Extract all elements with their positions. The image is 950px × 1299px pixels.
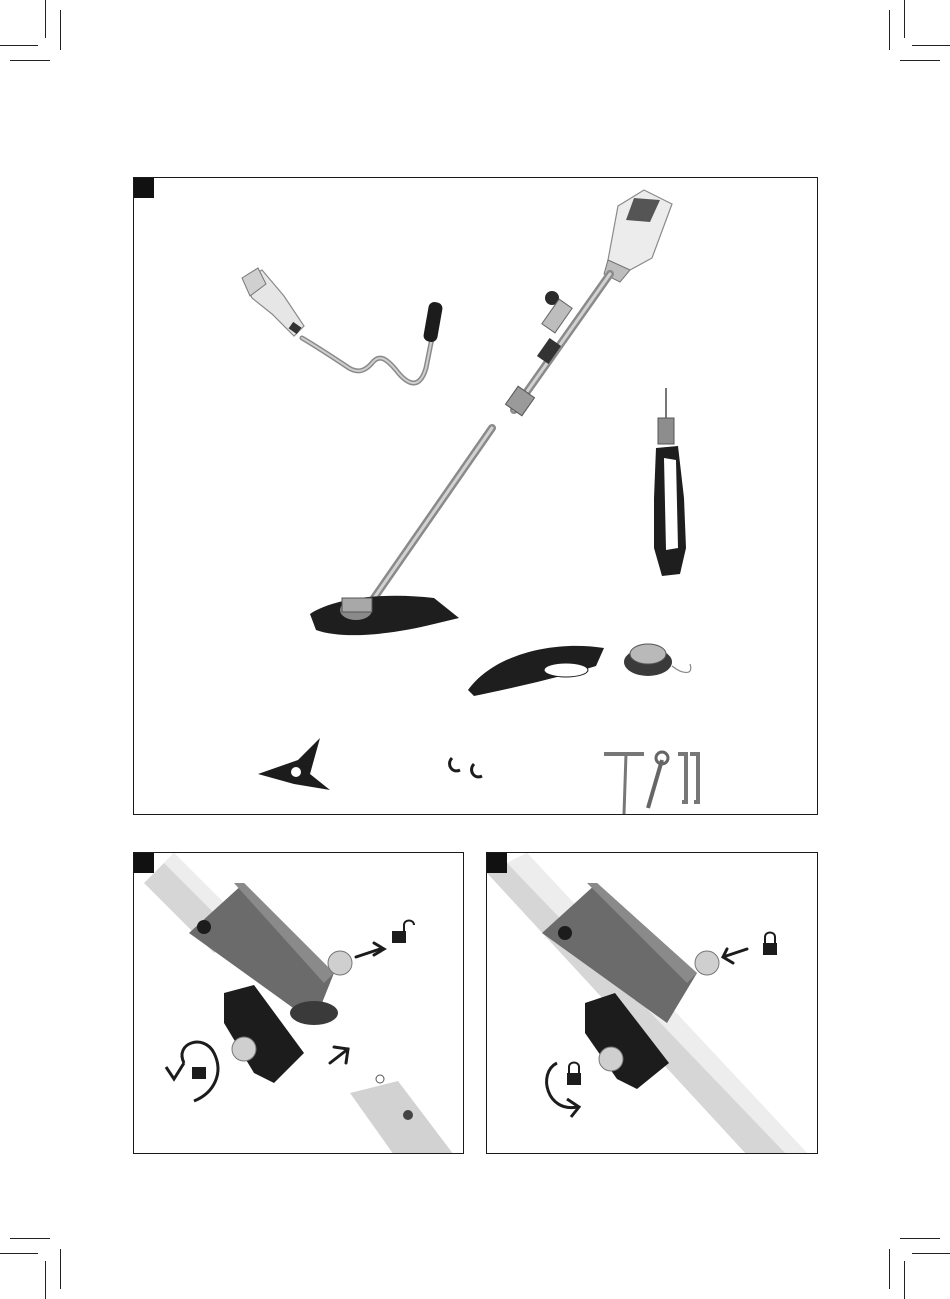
crop-mark-tr-v bbox=[904, 0, 905, 38]
battery-housing-icon bbox=[604, 190, 672, 282]
lower-shaft-icon bbox=[374, 428, 492, 598]
crop-mark-tl-v2 bbox=[60, 10, 61, 50]
bike-handle-icon bbox=[242, 268, 443, 383]
hex-key-icon bbox=[678, 754, 698, 802]
figure-2-unlock-shaft bbox=[133, 852, 464, 1154]
figure-1-parts-overview bbox=[133, 177, 818, 815]
crop-mark-tl-h bbox=[0, 45, 38, 46]
crop-mark-br-v2 bbox=[889, 1249, 890, 1289]
spool-head-icon bbox=[624, 644, 691, 676]
crop-mark-bl-h2 bbox=[10, 1238, 50, 1239]
figure-2-tag bbox=[134, 853, 154, 873]
crop-mark-bl-h bbox=[0, 1253, 38, 1254]
guard-extension-icon bbox=[468, 646, 604, 696]
locking-knob-icon bbox=[328, 943, 384, 975]
crop-mark-bl-v2 bbox=[60, 1249, 61, 1289]
figure-3-tag bbox=[487, 853, 507, 873]
guard-icon bbox=[310, 596, 459, 635]
lower-shaft-icon bbox=[350, 1075, 454, 1154]
upper-shaft-icon bbox=[505, 274, 610, 416]
three-tooth-blade-icon bbox=[258, 738, 330, 790]
crop-mark-br-v bbox=[904, 1261, 905, 1299]
crop-mark-br-h bbox=[912, 1253, 950, 1254]
crop-mark-br-h2 bbox=[900, 1238, 940, 1239]
lock-rotate-icon bbox=[547, 1063, 581, 1118]
lock-padlock-icon bbox=[763, 933, 777, 956]
figure-1-tag bbox=[134, 178, 154, 198]
crop-mark-bl-v bbox=[45, 1261, 46, 1299]
crop-mark-tl-v bbox=[45, 0, 46, 38]
unlock-padlock-icon bbox=[392, 921, 414, 944]
shoulder-strap-icon bbox=[654, 388, 686, 576]
unlock-rotate-icon bbox=[166, 1042, 218, 1101]
socket-wrench-icon bbox=[604, 754, 644, 814]
crop-mark-tl-h2 bbox=[10, 60, 50, 61]
clip-pair-icon bbox=[450, 758, 482, 777]
figure-3-lock-shaft bbox=[486, 852, 818, 1154]
insert-arrow-icon bbox=[330, 1047, 348, 1063]
locking-knob-icon bbox=[695, 949, 747, 975]
open-spanner-icon bbox=[648, 752, 668, 808]
crop-mark-tr-h2 bbox=[900, 60, 940, 61]
crop-mark-tr-h bbox=[912, 45, 950, 46]
crop-mark-tr-v2 bbox=[889, 10, 890, 50]
